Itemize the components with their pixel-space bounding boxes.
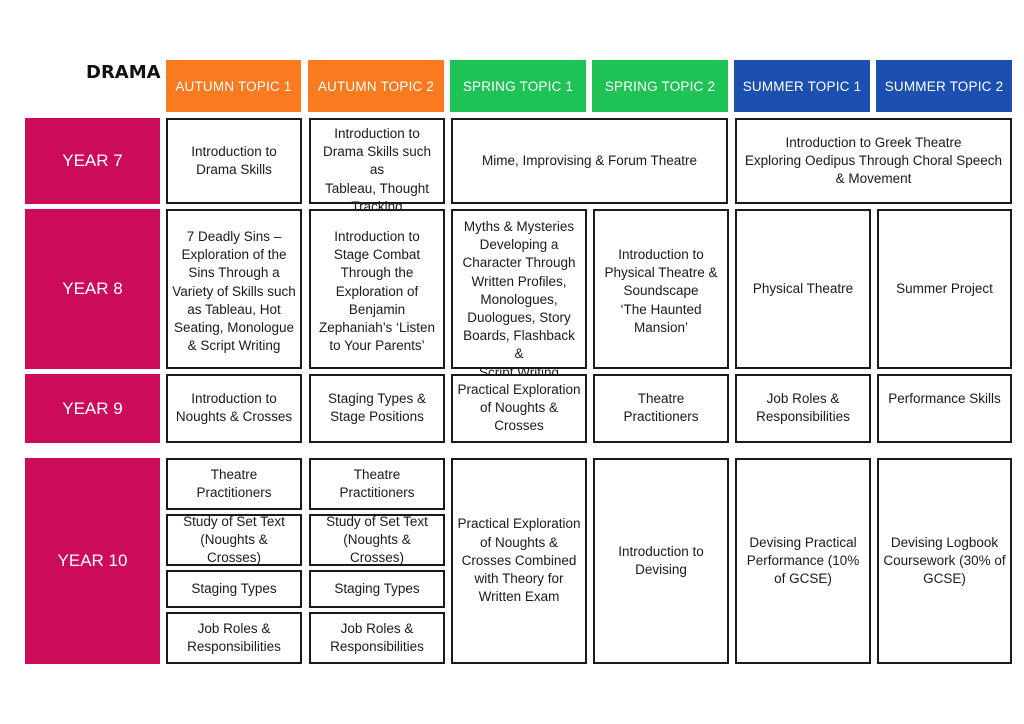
year10-autumn2-item-4: Job Roles &Responsibilities xyxy=(309,612,445,664)
cell-text: Study of Set Text(Noughts & Crosses) xyxy=(183,513,285,566)
page-title: DRAMA xyxy=(86,62,161,83)
header-autumn-topic-2: AUTUMN TOPIC 2 xyxy=(308,60,444,112)
year-7-label: YEAR 7 xyxy=(25,118,160,204)
cell-text: Study of Set Text(Noughts & Crosses) xyxy=(326,513,428,566)
year-9-label: YEAR 9 xyxy=(25,374,160,443)
year10-autumn1-item-2: Study of Set Text(Noughts & Crosses) xyxy=(166,514,302,566)
header-autumn-topic-1: AUTUMN TOPIC 1 xyxy=(166,60,301,112)
header-spring-topic-1: SPRING TOPIC 1 xyxy=(450,60,586,112)
year7-spring-topics: Mime, Improvising & Forum Theatre xyxy=(451,118,728,204)
year10-autumn2-item-3: Staging Types xyxy=(309,570,445,608)
year9-autumn-topic-2: Staging Types &Stage Positions xyxy=(309,374,445,443)
cell-text: Staging Types xyxy=(334,580,420,596)
year8-summer-topic-1: Physical Theatre xyxy=(735,209,871,369)
cell-text: Summer Project xyxy=(896,280,993,296)
cell-text: Physical Theatre xyxy=(752,280,854,296)
year10-autumn2-item-2: Study of Set Text(Noughts & Crosses) xyxy=(309,514,445,566)
header-summer-topic-2: SUMMER TOPIC 2 xyxy=(876,60,1012,112)
cell-text: Mime, Improvising & Forum Theatre xyxy=(481,152,698,168)
header-spring-topic-2: SPRING TOPIC 2 xyxy=(592,60,728,112)
cell-text: Performance Skills xyxy=(888,391,1001,406)
cell-text: Job Roles &Responsibilities xyxy=(330,620,424,654)
year8-summer-topic-2: Summer Project xyxy=(877,209,1012,369)
year10-autumn1-item-4: Job Roles &Responsibilities xyxy=(166,612,302,664)
year10-autumn1-item-3: Staging Types xyxy=(166,570,302,608)
year9-summer-topic-2: Performance Skills xyxy=(877,374,1012,443)
year-10-label: YEAR 10 xyxy=(25,458,160,664)
year9-summer-topic-1: Job Roles &Responsibilities xyxy=(735,374,871,443)
cell-text: Staging Types &Stage Positions xyxy=(327,391,427,425)
header-summer-topic-1: SUMMER TOPIC 1 xyxy=(734,60,870,112)
cell-text: Job Roles &Responsibilities xyxy=(756,391,850,425)
cell-text: Staging Types xyxy=(191,580,277,596)
cell-text: Job Roles &Responsibilities xyxy=(187,620,281,654)
year-8-label: YEAR 8 xyxy=(25,209,160,369)
